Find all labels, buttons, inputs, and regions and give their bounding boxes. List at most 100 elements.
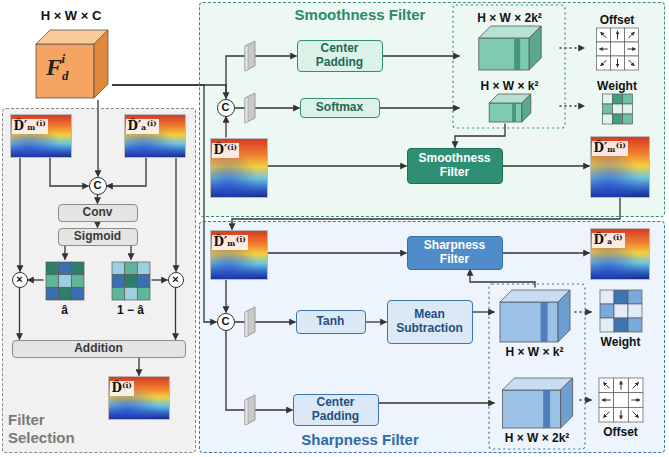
- symbol-wrap: Fdi: [46, 54, 72, 84]
- offset-arrow: [620, 380, 621, 389]
- grid-cell: [599, 378, 614, 393]
- box-label: Mean Subtraction: [388, 308, 472, 336]
- grid-label-wrap: â: [44, 300, 86, 318]
- connector: [225, 117, 226, 138]
- panel-fill: [2, 108, 196, 453]
- offset-arrow: [628, 32, 634, 38]
- tensor-cube: H × W × k²: [460, 76, 560, 124]
- connector: [226, 331, 293, 411]
- cube-column: [514, 38, 520, 70]
- panel-fill: [199, 221, 665, 453]
- connector: [64, 246, 65, 260]
- grid-cell: [600, 304, 614, 318]
- dim-wrap: H × W × C: [30, 6, 112, 24]
- kernel-grid-shape: [110, 260, 152, 302]
- box-label: Softmax: [313, 101, 366, 115]
- title-wrap: Filter Selection: [8, 411, 88, 447]
- grid-label: Offset: [603, 425, 638, 439]
- offset-arrow: [603, 411, 609, 417]
- tensor-region: [489, 284, 585, 449]
- operator-symbol: ×: [172, 274, 178, 285]
- connector: [455, 124, 505, 148]
- conv-slab-side: [245, 311, 248, 337]
- kernel-grid: â: [44, 260, 86, 318]
- kernel-grid: Offset: [585, 10, 650, 72]
- connector: [97, 222, 98, 228]
- grid-cell: [612, 94, 622, 104]
- grid-label: 1 − â: [117, 303, 144, 317]
- grid-cell: [137, 262, 150, 275]
- connector: [580, 399, 592, 400]
- feature-symbol: F: [46, 54, 62, 80]
- offset-arrow: [632, 382, 638, 388]
- connector: [138, 358, 139, 376]
- process-box: Conv: [58, 204, 138, 222]
- grid-cell: [71, 262, 84, 275]
- operator-circle: C: [89, 177, 107, 195]
- cube-column: [512, 102, 516, 121]
- dimension-label: H × W × 2k²: [477, 11, 542, 25]
- depth-label: D̂′⁽ⁱ⁾: [212, 143, 240, 158]
- connector: [97, 100, 98, 177]
- operator-circle: ×: [12, 272, 28, 288]
- tensor-cube-shape: [460, 24, 560, 72]
- connector: [268, 165, 407, 166]
- connector: [19, 288, 20, 340]
- grid-label: â: [61, 303, 68, 317]
- cube-front: [478, 38, 528, 70]
- tensor-cube: H × W × 2k²: [495, 376, 580, 446]
- connector: [503, 165, 590, 166]
- cube-side: [560, 378, 572, 428]
- connector: [225, 280, 226, 313]
- depth-map: D̂′ₘ⁽ⁱ⁾: [10, 114, 72, 158]
- grid-cell: [624, 42, 638, 56]
- kernel-grid: 1 − â: [110, 260, 152, 318]
- grid-cell: [71, 287, 84, 300]
- process-box: Sharpness Filter: [407, 236, 503, 270]
- panel-title: Sharpness Filter: [301, 431, 419, 448]
- grid-cell: [622, 94, 632, 104]
- operator-symbol: C: [222, 102, 230, 113]
- grid-cell: [613, 407, 628, 422]
- grid-cell: [628, 407, 643, 422]
- box-label: Sharpness Filter: [408, 239, 502, 267]
- module-panel: Filter SelectionD̂′ₘ⁽ⁱ⁾D̂′ₐ⁽ⁱ⁾CConvSigmo…: [2, 108, 196, 453]
- offset-arrow: [600, 32, 606, 38]
- depth-map: D̂′ₘ⁽ⁱ⁾: [590, 136, 650, 198]
- tensor-cube-shape: [495, 288, 575, 344]
- grid-cell: [137, 274, 150, 287]
- process-box: Center Padding: [297, 40, 383, 72]
- grid-cell: [112, 287, 125, 300]
- grid-cell: [58, 287, 71, 300]
- connector: [19, 158, 20, 272]
- grid-label-wrap: Offset: [592, 422, 650, 440]
- offset-arrow: [617, 30, 618, 38]
- operator-circle: C: [217, 99, 235, 117]
- depth-label: D̂′ₐ⁽ⁱ⁾: [592, 233, 625, 248]
- kernel-grid-shape: [44, 260, 86, 302]
- kernel-grid-shape: [592, 288, 650, 334]
- box-label: Addition: [71, 342, 126, 356]
- connector: [175, 158, 176, 272]
- grid-cell: [628, 378, 643, 393]
- connector: [175, 288, 176, 340]
- offset-arrow: [627, 48, 635, 49]
- box-label: Center Padding: [298, 42, 382, 70]
- grid-cell: [610, 28, 624, 42]
- grid-cell: [610, 56, 624, 70]
- depth-label: D̂′ₘ⁽ⁱ⁾: [212, 235, 248, 250]
- cube-side: [94, 30, 108, 98]
- cube-side: [529, 26, 541, 70]
- dim-wrap: H × W × k²: [495, 342, 575, 360]
- grid-cell: [602, 104, 612, 114]
- cube-front: [500, 302, 558, 342]
- grid-cell: [596, 56, 610, 70]
- grid-cell: [599, 392, 614, 407]
- cube-side: [521, 94, 530, 122]
- cube-front: [502, 390, 560, 428]
- grid-cell: [624, 28, 638, 42]
- connector: [226, 56, 297, 99]
- kernel-grid-shape: [585, 26, 650, 72]
- cube-column: [540, 302, 547, 342]
